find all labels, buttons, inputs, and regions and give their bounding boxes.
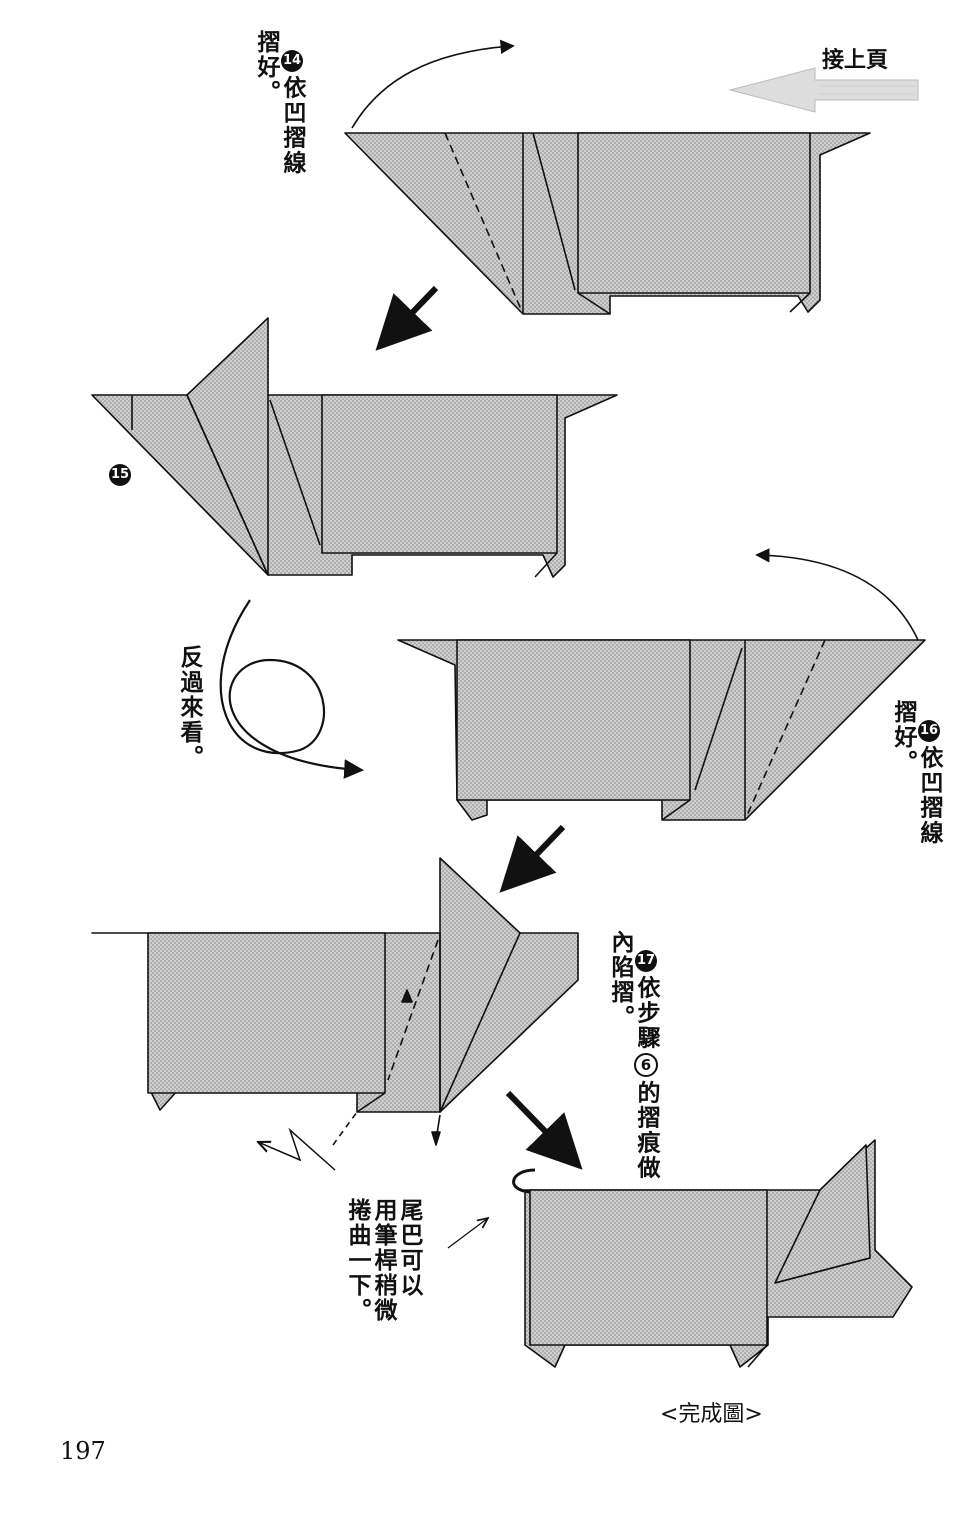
tail-note: 尾巴可以 用筆桿稍微 捲曲一下。 <box>344 1198 422 1323</box>
step14-instruction: 14依凹摺線 摺好。 <box>253 30 305 176</box>
completed-label: <完成圖> <box>660 1402 763 1427</box>
down-arrow-2 <box>499 824 566 893</box>
step15-figure <box>91 317 618 578</box>
step14-number: 14 <box>281 50 303 73</box>
step16-figure <box>397 548 926 821</box>
continued-label: 接上頁 <box>822 48 889 73</box>
step17-number: 17 <box>635 950 657 973</box>
push-arrow <box>258 1127 336 1171</box>
tail-pointer <box>447 1218 488 1249</box>
step15-number: 15 <box>109 464 131 486</box>
step17-instruction: 17依步驟6的摺痕做 內陷摺。 <box>607 930 659 1181</box>
continued-arrow <box>728 67 919 113</box>
flip-loop-arrow <box>219 599 364 779</box>
step16-number: 16 <box>918 720 940 743</box>
down-arrow-3 <box>505 1090 583 1170</box>
flip-instruction: 反過來看。 <box>176 645 202 770</box>
completed-figure <box>512 1139 913 1368</box>
page-number: 197 <box>60 1437 106 1465</box>
down-arrow-1 <box>375 285 439 351</box>
step6-ref: 6 <box>634 1053 658 1078</box>
step17-figure <box>91 857 579 1146</box>
step14-figure <box>344 39 871 315</box>
step16-instruction: 16依凹摺線 摺好。 <box>890 700 942 846</box>
